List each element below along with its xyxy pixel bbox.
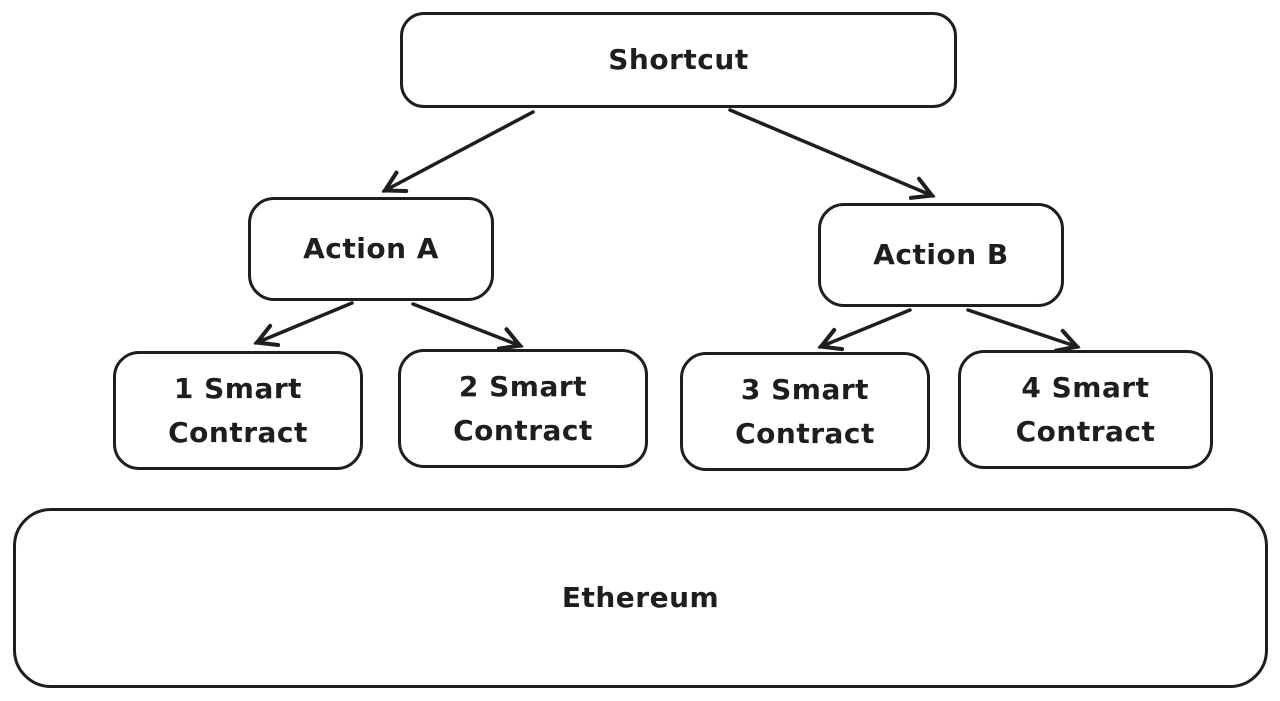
node-action-a: Action A	[248, 197, 494, 301]
arrow-action-a-to-contract-2	[411, 302, 524, 351]
arrow-action-b-to-contract-3	[817, 308, 912, 352]
arrow-action-a-to-contract-1	[253, 301, 354, 348]
node-smart-contract-2: 2 Smart Contract	[398, 349, 648, 468]
arrow-shortcut-to-action-a	[381, 110, 535, 194]
node-smart-contract-4: 4 Smart Contract	[958, 350, 1213, 469]
node-ethereum-label: Ethereum	[561, 581, 720, 615]
arrow-shortcut-to-action-b	[728, 108, 936, 200]
node-smart-contract-2-label: 2 Smart Contract	[453, 370, 593, 447]
node-smart-contract-1: 1 Smart Contract	[113, 351, 363, 470]
node-shortcut: Shortcut	[400, 12, 957, 108]
node-smart-contract-4-label: 4 Smart Contract	[1015, 371, 1156, 448]
node-smart-contract-3: 3 Smart Contract	[680, 352, 930, 471]
arrow-action-b-to-contract-4	[966, 308, 1081, 353]
node-action-a-label: Action A	[303, 232, 439, 266]
node-action-b: Action B	[818, 203, 1064, 307]
node-smart-contract-1-label: 1 Smart Contract	[168, 372, 308, 449]
node-smart-contract-3-label: 3 Smart Contract	[735, 373, 875, 450]
node-action-b-label: Action B	[873, 238, 1009, 272]
node-shortcut-label: Shortcut	[608, 43, 749, 77]
node-ethereum: Ethereum	[13, 508, 1268, 688]
